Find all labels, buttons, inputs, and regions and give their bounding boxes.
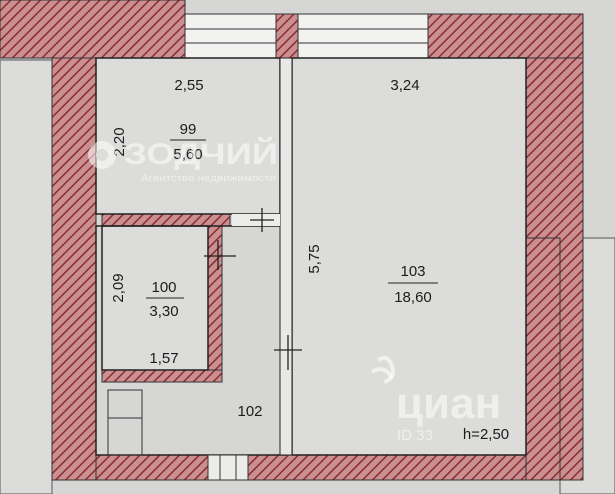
partition-100-bottom [101,369,223,383]
cian-id: ID 33 [397,427,433,444]
room-100-labels: 2,09 100 3,30 1,57 [110,273,184,367]
partition-100-right [207,225,223,383]
left-wall [51,57,97,481]
top-mid-pillar [275,13,299,59]
room-103 [291,57,527,456]
room-100-depth: 2,09 [110,273,127,302]
bottom-wall-right [247,454,527,481]
room-99-number: 99 [180,121,197,138]
cian-name: циан [396,379,501,428]
room-100-area: 3,30 [149,303,178,320]
room-99-depth: 2,20 [111,127,128,156]
cian-watermark: циан ID 33 [370,356,501,444]
top-windows [184,13,429,59]
utility-box-lower [107,417,143,456]
zodchiy-logo-icon [88,141,116,169]
room-103-width: 3,24 [390,77,419,94]
room-99-area: 5,60 [173,146,202,163]
room-100-width: 1,57 [149,350,178,367]
room-100-number: 100 [151,279,176,296]
room-103-number: 103 [400,263,425,280]
room-103-area: 18,60 [394,289,432,306]
ceiling-height: h=2,50 [463,426,509,443]
room-102-number: 102 [237,403,262,420]
room-103-depth: 5,75 [306,244,323,273]
walls [0,0,584,481]
door-marks [204,208,302,370]
room-99-labels: 2,55 2,20 99 5,60 [111,77,206,163]
cian-logo-icon [370,356,395,384]
top-right-wall [427,13,584,59]
room-102-labels: 102 [237,403,262,420]
partition-103-left [279,57,293,456]
window-right [297,13,429,59]
door-gap-bottom [207,454,249,481]
window-left [184,13,277,59]
zodchiy-watermark: ЗОДЧИЙ Агентство недвижимости [88,137,278,183]
zodchiy-name: ЗОДЧИЙ [124,137,278,171]
top-left-wall [0,0,186,59]
partition-99-100 [101,213,231,227]
room-99 [95,57,281,215]
right-wall-lower [525,237,561,481]
room-103-labels: 3,24 5,75 103 18,60 h=2,50 [306,77,509,443]
left-neighbor-area [0,59,53,494]
room-99-width: 2,55 [174,77,203,94]
zodchiy-tagline: Агентство недвижимости [141,173,276,183]
bottom-wall-left [95,454,209,481]
